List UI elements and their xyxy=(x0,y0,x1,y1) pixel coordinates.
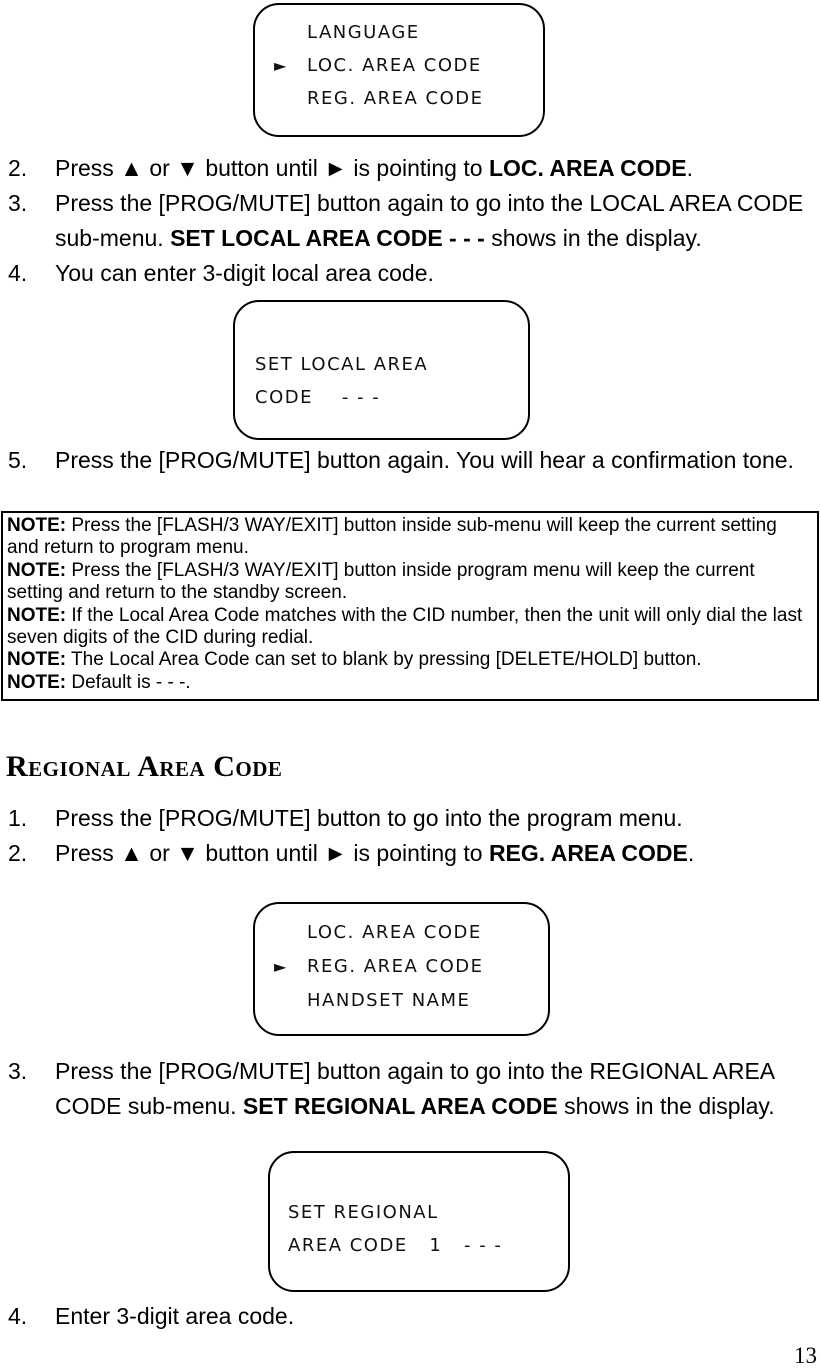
note-label: NOTE: xyxy=(7,515,67,536)
note-item: NOTE: Press the [FLASH/3 WAY/EXIT] butto… xyxy=(7,560,813,605)
lcd-display-set-local-area-code: SET LOCAL AREA CODE - - - xyxy=(233,300,530,440)
lcd-text-line: AREA CODE 1 - - - xyxy=(288,1235,503,1256)
lcd-menu-line: LOC. AREA CODE xyxy=(274,916,548,950)
lcd-menu-item: REG. AREA CODE xyxy=(307,956,484,977)
lcd-display-program-menu-local: LANGUAGE ► LOC. AREA CODE REG. AREA CODE xyxy=(253,3,545,137)
lcd-menu-line: ► LOC. AREA CODE xyxy=(274,49,543,82)
step-number: 3. xyxy=(8,190,28,216)
lcd-menu-item: REG. AREA CODE xyxy=(307,88,484,109)
note-label: NOTE: xyxy=(7,559,67,581)
lcd-menu-item: LOC. AREA CODE xyxy=(307,55,482,76)
step-text: shows in the display. xyxy=(484,225,702,251)
lcd-menu-line: HANDSET NAME xyxy=(274,984,548,1018)
step-item: 4. You can enter 3-digit local area code. xyxy=(8,256,815,291)
lcd-text-line: SET LOCAL AREA xyxy=(255,354,429,375)
step-number: 4. xyxy=(8,1303,28,1329)
step-item: 2. Press ▲ or ▼ button until ► is pointin… xyxy=(8,836,815,871)
step-text-bold: REG. AREA CODE xyxy=(488,840,688,866)
note-text: Press the [FLASH/3 WAY/EXIT] button insi… xyxy=(7,559,755,604)
note-label: NOTE: xyxy=(7,671,67,693)
step-number: 5. xyxy=(8,447,28,473)
lcd-menu-item: LOC. AREA CODE xyxy=(307,922,482,943)
section-heading: Regional Area Code xyxy=(6,750,283,783)
step-text: Press the [PROG/MUTE] button again to go… xyxy=(55,1058,774,1119)
step-number: 4. xyxy=(8,260,28,286)
note-item: NOTE: If the Local Area Code matches wit… xyxy=(7,605,813,650)
lcd-menu-line: LANGUAGE xyxy=(274,16,543,49)
note-item: NOTE: Press the [FLASH/3 WAY/EXIT] butto… xyxy=(7,515,813,560)
lcd-menu-item: HANDSET NAME xyxy=(307,990,471,1011)
step-text: Press ▲ or ▼ button until ► is pointing … xyxy=(55,840,489,866)
step-number: 2. xyxy=(8,840,28,866)
step-item: 3. Press the [PROG/MUTE] button again to … xyxy=(8,186,815,256)
lcd-display-program-menu-regional: LOC. AREA CODE ► REG. AREA CODE HANDSET N… xyxy=(253,902,550,1036)
cursor-arrow-icon: ► xyxy=(274,56,287,75)
step-text: You can enter 3-digit local area code. xyxy=(55,260,434,286)
step-item: 1. Press the [PROG/MUTE] button to go int… xyxy=(8,801,815,836)
step-text: Press the [PROG/MUTE] button to go into … xyxy=(55,805,683,831)
cursor-arrow-icon: ► xyxy=(274,957,287,976)
notes-box: NOTE: Press the [FLASH/3 WAY/EXIT] butto… xyxy=(1,511,819,702)
step-text: . xyxy=(686,155,693,181)
step-number: 3. xyxy=(8,1058,28,1084)
step-item: 2. Press ▲ or ▼ button until ► is pointin… xyxy=(8,151,815,186)
lcd-text-line: SET REGIONAL xyxy=(288,1202,439,1223)
step-text-bold: SET LOCAL AREA CODE - - - xyxy=(170,225,485,251)
note-text: If the Local Area Code matches with the … xyxy=(7,604,803,649)
note-text: Default is - - -. xyxy=(66,671,191,693)
note-text: Press the [FLASH/3 WAY/EXIT] button insi… xyxy=(7,515,777,559)
lcd-menu-item: LANGUAGE xyxy=(307,22,420,43)
step-item: 3. Press the [PROG/MUTE] button again to … xyxy=(8,1054,815,1124)
step-item: 4. Enter 3-digit area code. xyxy=(8,1299,815,1334)
step-number: 1. xyxy=(8,805,28,831)
lcd-menu-line: ► REG. AREA CODE xyxy=(274,950,548,984)
step-number: 2. xyxy=(8,155,28,181)
step-text-bold: LOC. AREA CODE xyxy=(488,155,687,181)
note-text: The Local Area Code can set to blank by … xyxy=(66,649,702,671)
note-label: NOTE: xyxy=(7,604,67,626)
step-text: shows in the display. xyxy=(557,1093,775,1119)
lcd-menu-line: REG. AREA CODE xyxy=(274,82,543,115)
step-text: . xyxy=(687,840,695,866)
note-label: NOTE: xyxy=(7,649,67,671)
step-text-bold: SET REGIONAL AREA CODE xyxy=(242,1093,558,1119)
note-item: NOTE: The Local Area Code can set to bla… xyxy=(7,649,813,671)
lcd-text-line: CODE - - - xyxy=(255,387,381,408)
note-item: NOTE: Default is - - -. xyxy=(7,672,813,694)
step-text: Press the [PROG/MUTE] button again to go… xyxy=(55,190,804,251)
step-text: Press ▲ or ▼ button until ► is pointing … xyxy=(55,155,489,181)
page-number: 13 xyxy=(794,1343,817,1368)
step-item: 5. Press the [PROG/MUTE] button again. Yo… xyxy=(8,443,815,478)
step-text: Press the [PROG/MUTE] button again. You … xyxy=(55,447,794,473)
lcd-display-set-regional-area-code: SET REGIONAL AREA CODE 1 - - - xyxy=(268,1151,570,1292)
step-text: Enter 3-digit area code. xyxy=(55,1303,295,1329)
